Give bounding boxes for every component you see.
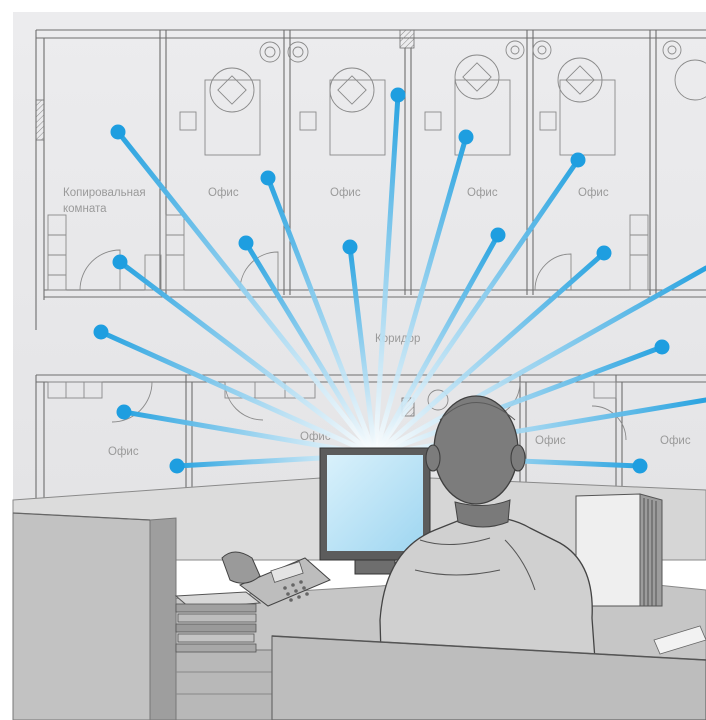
connection-endpoint-dot bbox=[110, 124, 126, 140]
connection-endpoint-dot bbox=[342, 239, 358, 255]
book-stack bbox=[174, 591, 262, 653]
connection-beam bbox=[372, 265, 706, 458]
connection-beam bbox=[347, 244, 378, 458]
connection-beam bbox=[372, 250, 607, 458]
left-cubicle-wall bbox=[12, 512, 151, 720]
desk-drawer bbox=[175, 649, 282, 720]
connection-beam bbox=[98, 329, 378, 458]
office-label-7: Офис bbox=[535, 435, 566, 447]
copy-room-label-line1: Копировальная bbox=[63, 187, 146, 199]
connection-beam bbox=[372, 157, 581, 458]
computer-monitor bbox=[319, 447, 431, 575]
connection-endpoint-dot bbox=[458, 129, 474, 145]
desk-telephone bbox=[221, 551, 331, 607]
connection-endpoint-dot bbox=[112, 254, 128, 270]
office-label-1: Офис bbox=[208, 187, 239, 199]
connection-endpoint-dot bbox=[93, 324, 109, 340]
connection-endpoint-dot bbox=[596, 245, 612, 261]
copy-room-label-line2: комната bbox=[63, 203, 107, 215]
connection-beam bbox=[117, 259, 378, 458]
connection-beams bbox=[93, 87, 706, 474]
connection-beam bbox=[372, 344, 665, 458]
connection-endpoint-dot bbox=[570, 152, 586, 168]
connection-endpoint-dot bbox=[260, 170, 276, 186]
office-label-8: Офис bbox=[660, 435, 691, 447]
connection-endpoint-dot bbox=[238, 235, 254, 251]
connection-endpoint-dot bbox=[116, 404, 132, 420]
connection-endpoint-dot bbox=[654, 339, 670, 355]
connection-endpoint-dot bbox=[490, 227, 506, 243]
connection-beam bbox=[115, 129, 378, 458]
paper-sheet bbox=[653, 625, 706, 655]
office-label-4: Офис bbox=[578, 187, 609, 199]
left-cubicle-wall-edge bbox=[149, 517, 177, 720]
connection-endpoint-dot bbox=[632, 458, 648, 474]
office-label-2: Офис bbox=[330, 187, 361, 199]
monitor-screen bbox=[327, 455, 423, 551]
connection-beam bbox=[243, 240, 378, 458]
connection-endpoint-dot bbox=[169, 458, 185, 474]
connection-beam bbox=[372, 134, 469, 458]
binders bbox=[575, 493, 663, 607]
office-label-5: Офис bbox=[108, 446, 139, 458]
office-label-3: Офис bbox=[467, 187, 498, 199]
connection-beam bbox=[372, 232, 501, 458]
connection-beam bbox=[372, 92, 401, 458]
connection-endpoint-dot bbox=[390, 87, 406, 103]
connection-beam bbox=[265, 175, 378, 458]
